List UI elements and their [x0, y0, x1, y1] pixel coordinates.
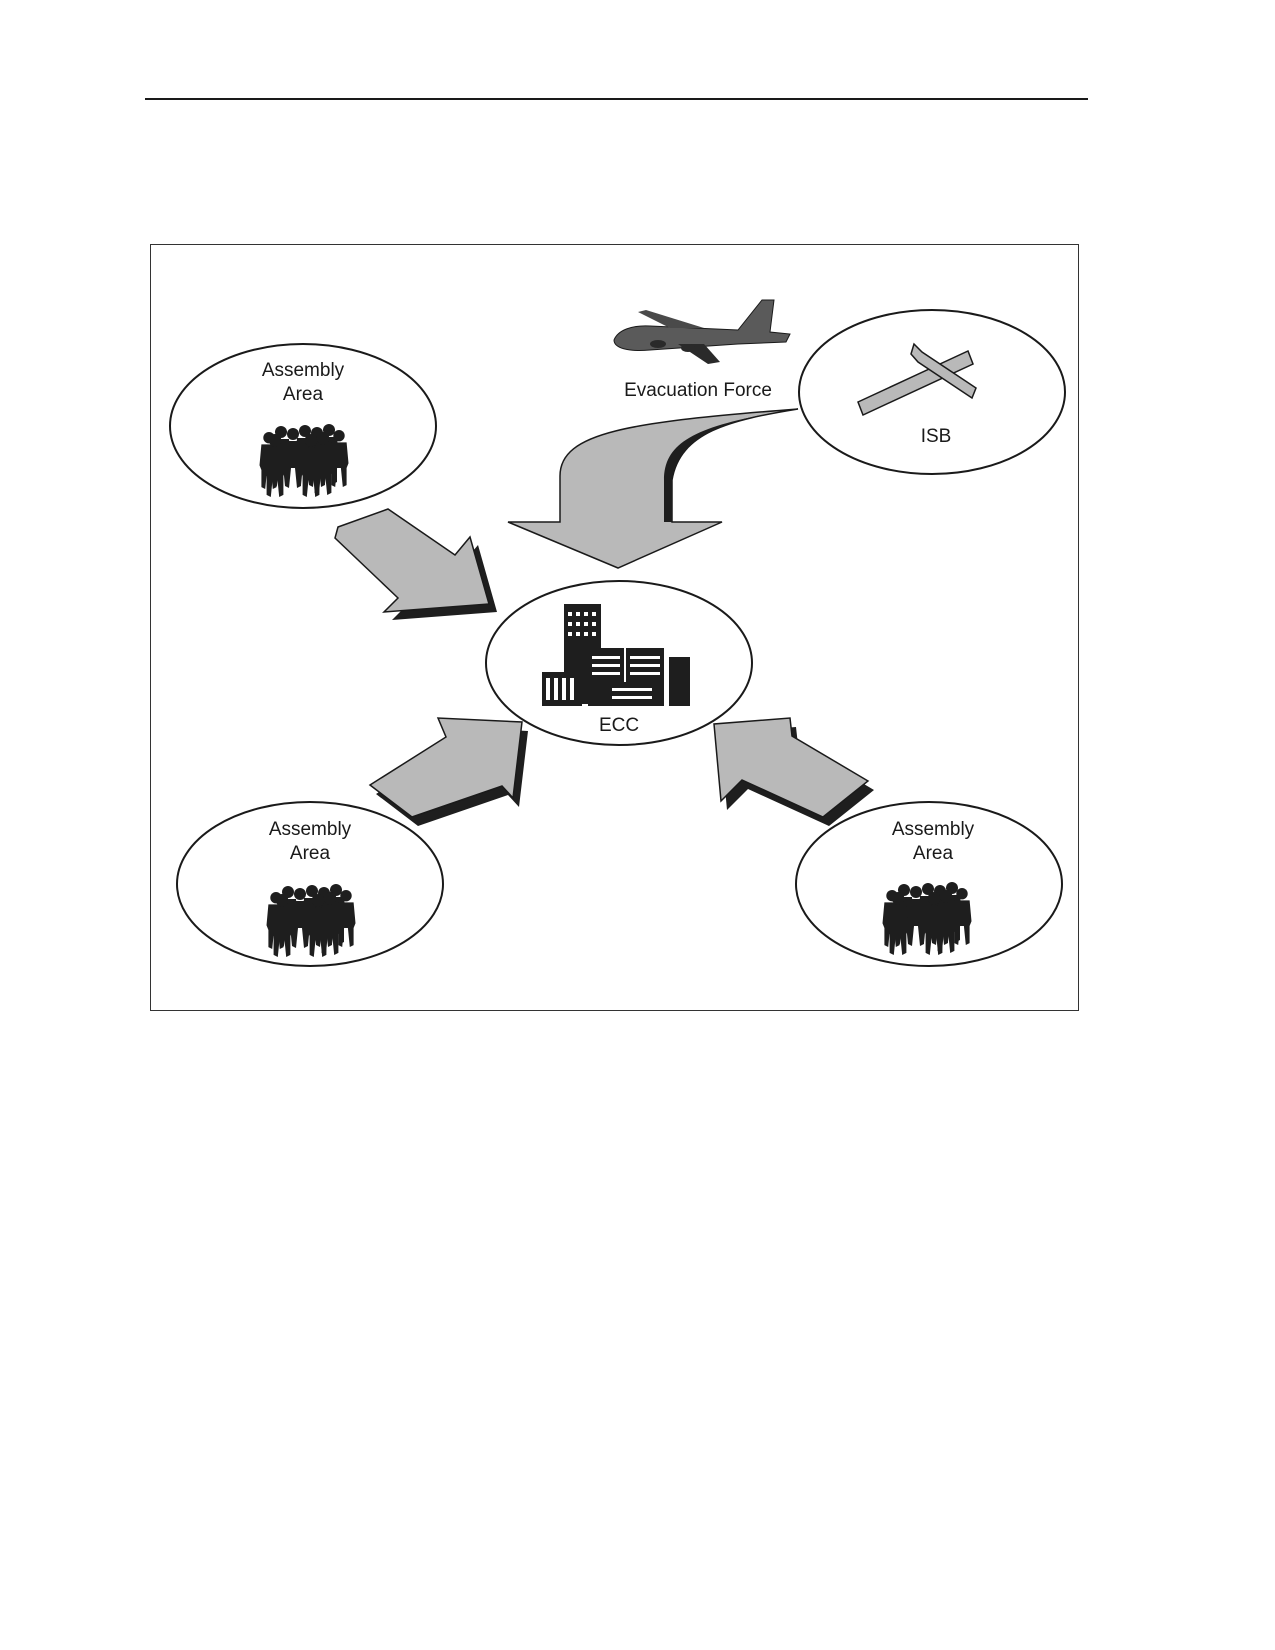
assembly-area-label-2: Area: [913, 843, 954, 864]
assembly-area-label: Assembly: [269, 819, 352, 840]
arrow-bottom-left: [368, 717, 528, 826]
buildings-icon: [542, 604, 690, 706]
arrow-bottom-right: [713, 717, 874, 826]
people-group-icon: [260, 424, 349, 497]
evacuation-force-label: Evacuation Force: [624, 380, 772, 401]
assembly-area-label: Assembly: [262, 360, 345, 381]
aircraft-icon: [613, 299, 791, 364]
arrow-top-left: [334, 508, 497, 620]
header-rule: [145, 98, 1088, 100]
isb-label: ISB: [921, 426, 952, 447]
people-group-icon: [267, 884, 356, 957]
people-group-icon: [883, 882, 972, 955]
diagram-frame: [150, 244, 1079, 1011]
arrow-isb-to-ecc: [507, 408, 799, 569]
assembly-area-label-2: Area: [290, 843, 331, 864]
isb-node: ISB: [798, 309, 1066, 475]
runway-icon: [857, 342, 977, 417]
assembly-area-top-left: Assembly Area: [169, 343, 437, 509]
ecc-label: ECC: [599, 715, 639, 736]
evacuation-force: Evacuation Force: [613, 299, 791, 401]
assembly-area-label-2: Area: [283, 384, 324, 405]
assembly-area-bottom-right: Assembly Area: [795, 801, 1063, 967]
ecc-node: ECC: [485, 580, 753, 746]
assembly-area-bottom-left: Assembly Area: [176, 801, 444, 967]
assembly-area-label: Assembly: [892, 819, 975, 840]
